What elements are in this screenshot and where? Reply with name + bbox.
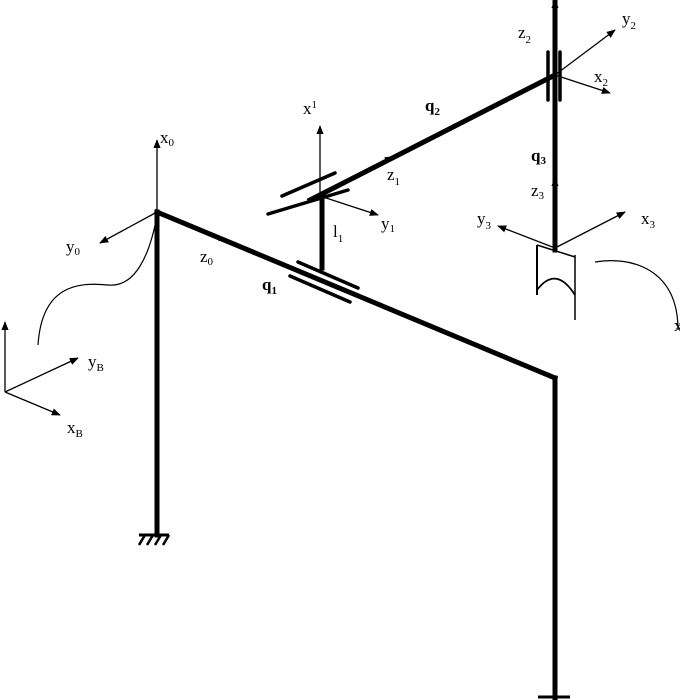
label-l1: l1 [333,222,343,245]
link-z1 [306,71,559,204]
axis-xB [4,391,61,416]
label-x1: x1 [303,99,317,118]
label-y2: y2 [622,9,636,32]
label-q1: q1 [262,275,277,297]
label-z0: z0 [200,247,214,268]
label-z2: z2 [518,23,531,46]
joint-q1-slider [288,260,360,304]
label-x2: x2 [594,67,608,89]
label-x0: x0 [160,128,175,149]
label-xB: xB [67,418,83,440]
label-z1: z1 [387,165,400,188]
label-q3: q3 [531,146,546,167]
axis-y2 [554,29,616,76]
label-x3: x3 [641,209,656,231]
axis-y3 [497,225,556,249]
label-y0: y0 [66,237,81,258]
axis-yB [4,357,79,393]
joint-q2-slider [266,171,350,216]
label-y3: y3 [477,209,492,232]
gripper-icon [536,244,576,320]
label-q2: q2 [425,96,440,118]
ground-icon [137,533,171,546]
end-effector-connector [594,260,679,331]
link-z0 [153,208,559,382]
label-yB: yB [88,352,104,374]
base-frame-connector [37,214,158,346]
label-z3: z3 [531,181,545,202]
axis-x2 [554,74,611,94]
label-edge-x: x [674,316,680,335]
axis-y0 [99,211,158,244]
axis-x3 [554,211,626,249]
label-y1: y1 [381,214,395,235]
axis-y1 [319,195,379,216]
